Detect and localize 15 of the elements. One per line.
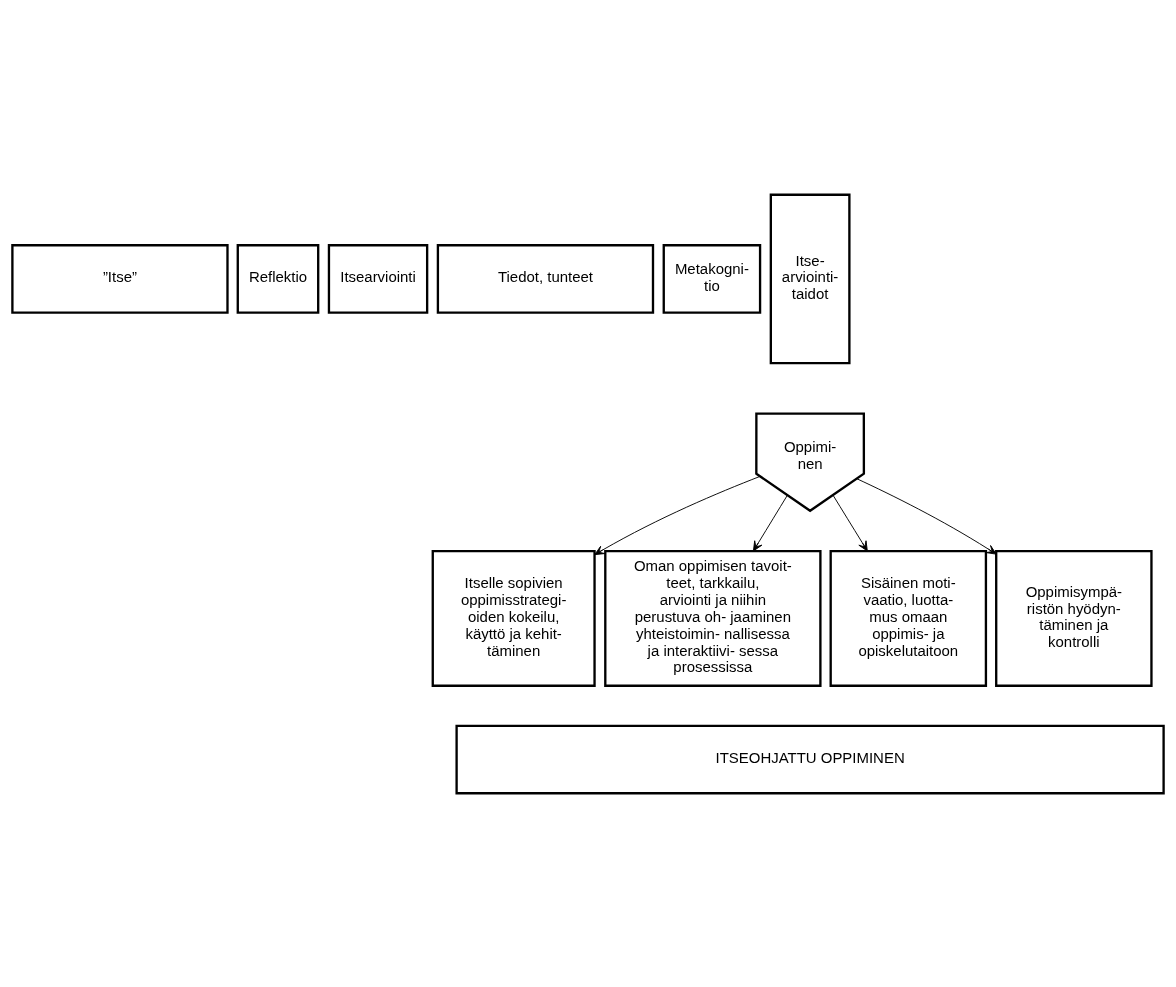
node-box: Sisäinen moti- vaatio, luotta- mus omaan oppimis- ja opiskelutaitoon bbox=[829, 549, 988, 687]
node-box: Itsearviointi bbox=[327, 243, 429, 314]
node-box: Oppimisympä- ristön hyödyn- täminen ja kontrolli bbox=[995, 549, 1153, 687]
arrow bbox=[752, 494, 788, 551]
node-box: Metakogni- tio bbox=[662, 243, 762, 314]
node-box: ”Itse” bbox=[11, 243, 229, 314]
node-box: ITSEOHJATTU OPPIMINEN bbox=[455, 724, 1165, 794]
arrow bbox=[594, 475, 761, 555]
node-box: Oman oppimisen tavoit- teet, tarkkailu, arviointi ja niihin perustuva oh- jaaminen yhteistoimin- nallisessa ja interaktiivi- sessa prosessissa bbox=[604, 549, 822, 687]
node-box: Reflektio bbox=[236, 243, 320, 314]
node-box: Itse- arviointi- taidot bbox=[769, 193, 851, 364]
node-box: Itselle sopivien oppimisstrategi- oiden kokeilu, käyttö ja kehit- täminen bbox=[431, 549, 596, 687]
node-box: Tiedot, tunteet bbox=[436, 243, 655, 314]
arrow bbox=[856, 477, 997, 555]
arrow bbox=[832, 494, 868, 551]
